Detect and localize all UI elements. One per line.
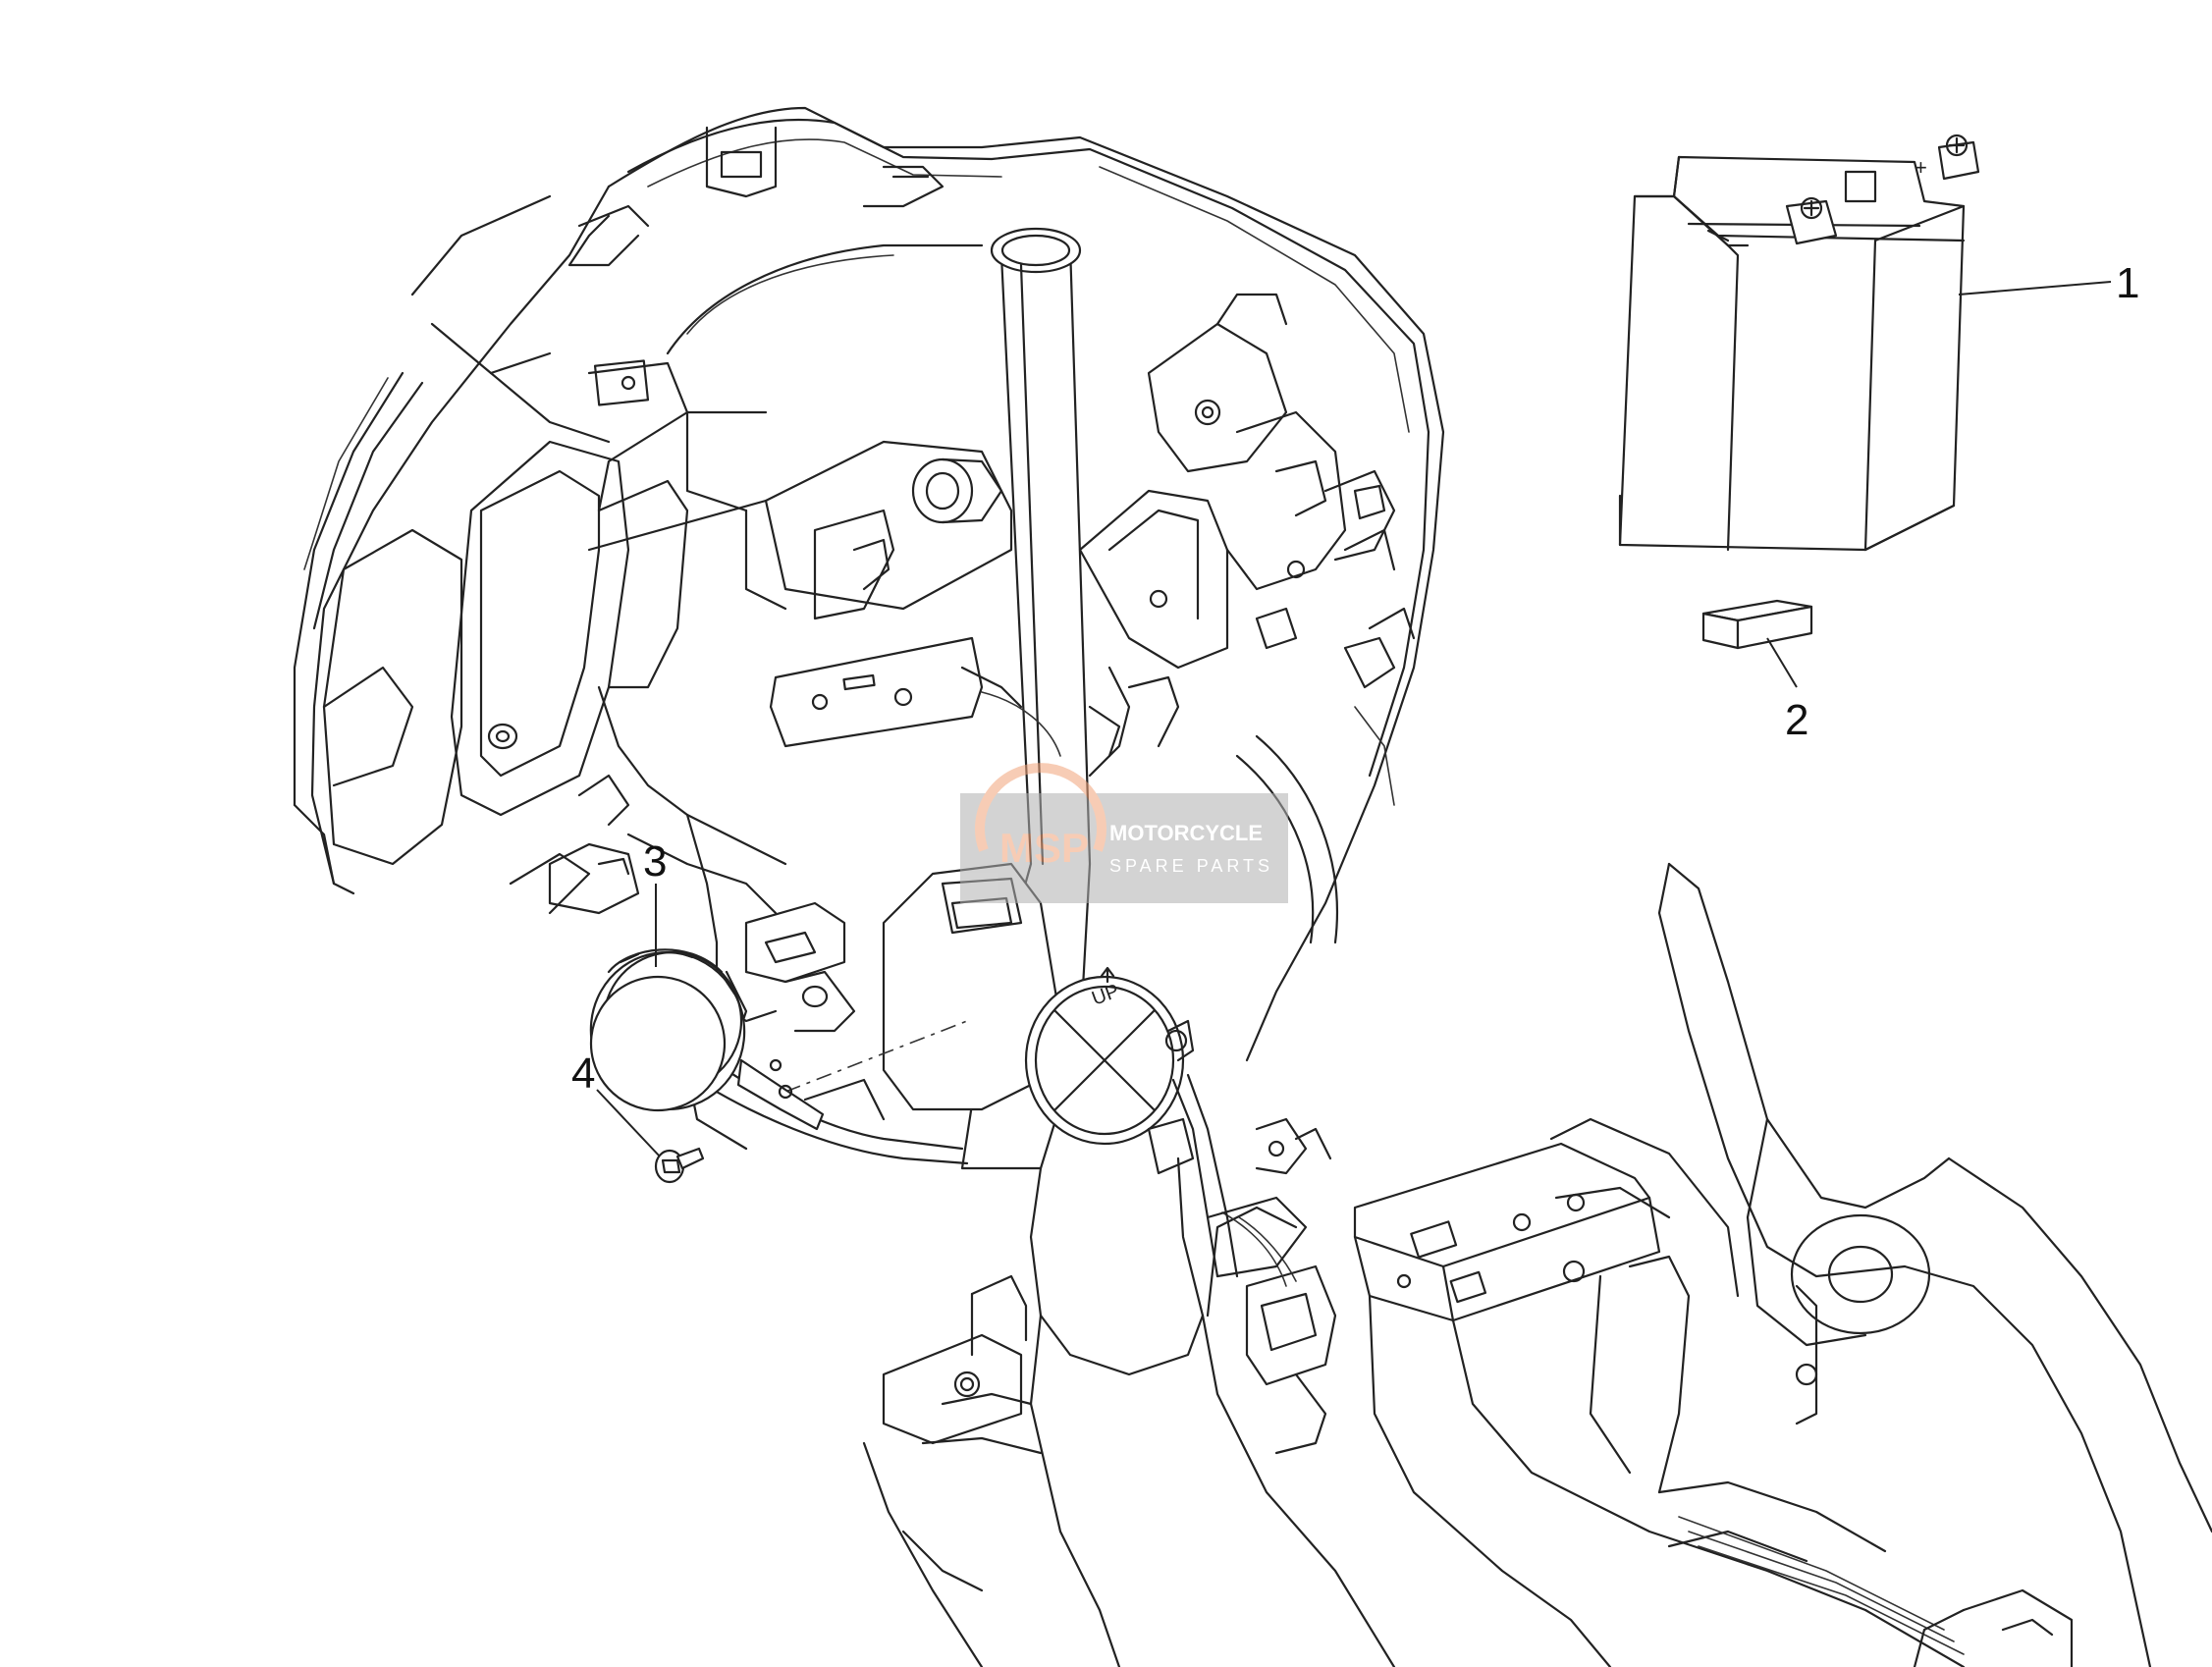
watermark-panel [960,793,1288,903]
callout-number-3: 3 [643,837,667,886]
callout-4: 4 [571,1049,661,1157]
front-shield-housing: UP [293,106,1445,1278]
callout-number-4: 4 [571,1049,595,1098]
battery-pad-part [1701,599,1813,650]
battery-part: + − [1618,134,1980,552]
callout-3: 3 [643,837,667,967]
callout-2: 2 [1766,637,1808,744]
watermark-title: MOTORCYCLE [1109,821,1263,845]
battery-minus-sign: − [1836,215,1848,237]
watermark-subtitle: SPARE PARTS [1109,856,1273,876]
callout-1: 1 [1958,259,2139,307]
callout-number-2: 2 [1785,696,1808,744]
watermark-logo: MSP [975,763,1106,871]
frame-tube [862,1156,1396,1667]
watermark-logo-letters: MSP [999,825,1089,871]
horn-part [589,948,825,1131]
watermark: MSP MOTORCYCLE SPARE PARTS [960,763,1288,903]
battery-plus-sign: + [1915,155,1927,180]
callout-number-1: 1 [2116,259,2139,307]
horn-screw-part [654,1147,705,1184]
chassis-frame [1353,862,2212,1667]
